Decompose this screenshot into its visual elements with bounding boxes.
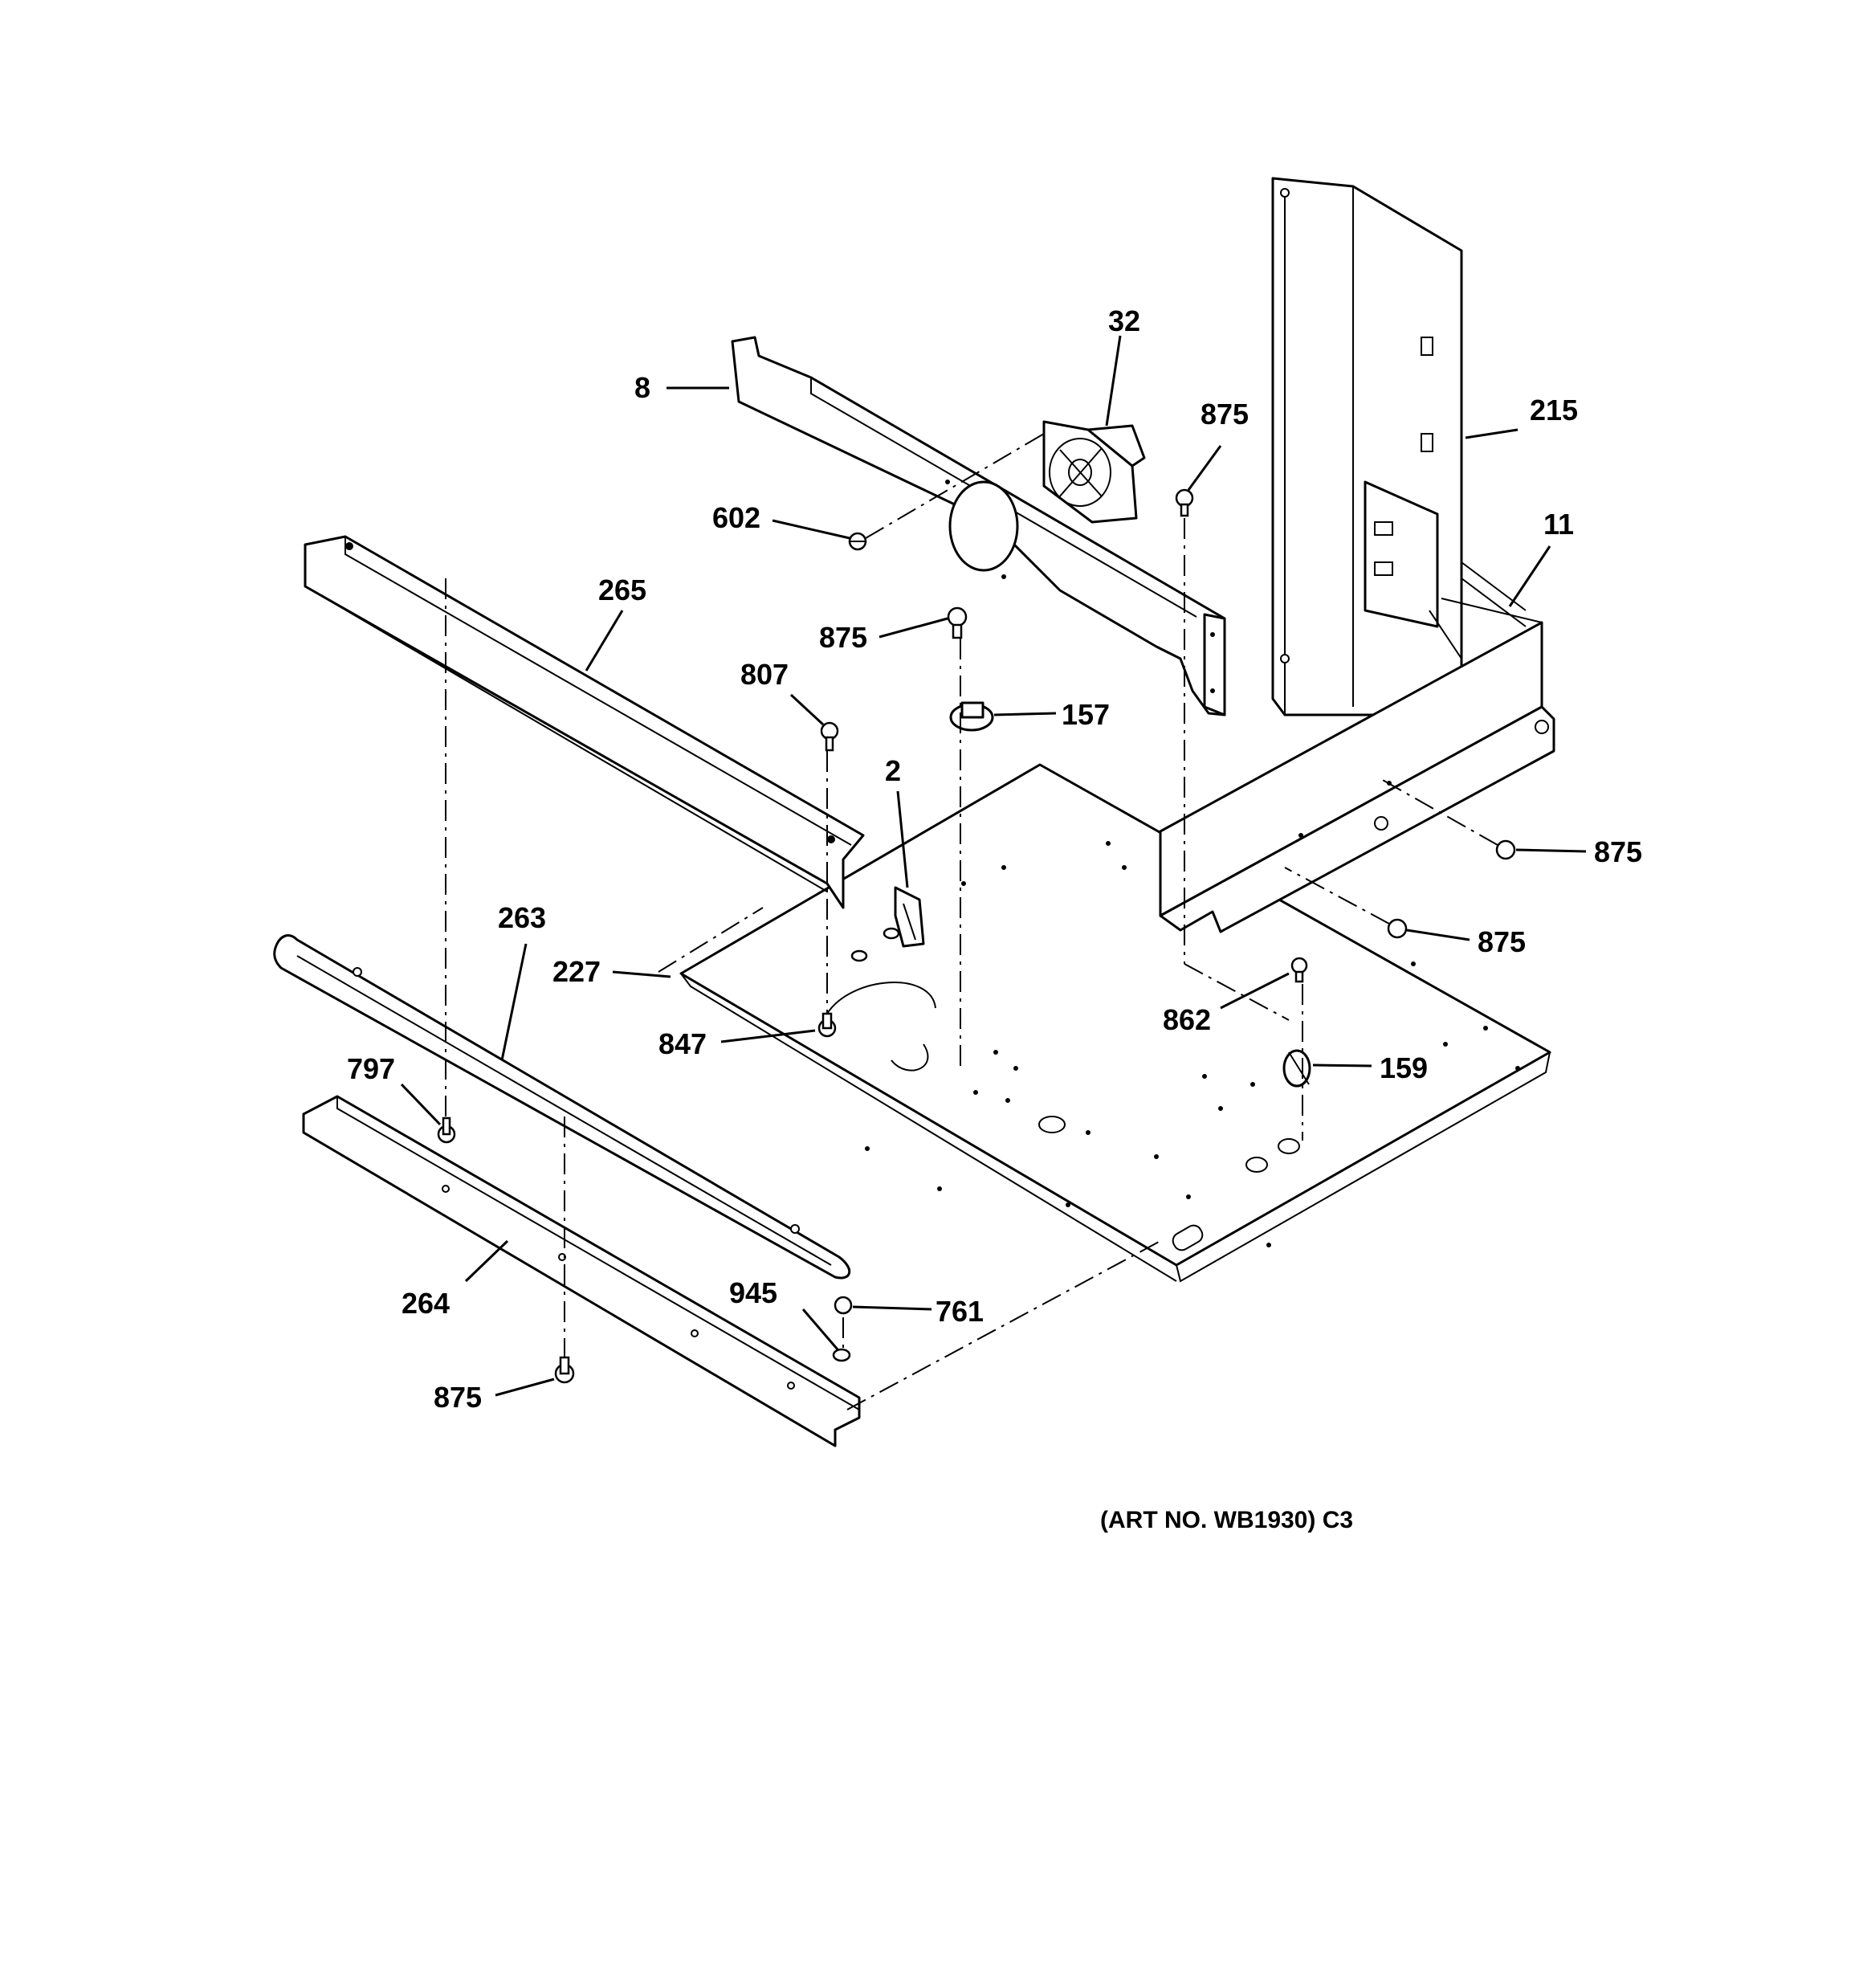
washer-945 [832, 1348, 851, 1362]
callout-2: 2 [885, 754, 901, 787]
thermostat-157 [949, 701, 994, 732]
callout-847: 847 [658, 1027, 707, 1060]
callout-264: 264 [402, 1287, 450, 1320]
screw-807 [820, 721, 839, 752]
callout-875: 875 [819, 621, 867, 654]
screws [437, 488, 1516, 1384]
callout-862: 862 [1163, 1003, 1211, 1036]
nut-b [883, 927, 900, 940]
callout-875: 875 [1594, 835, 1642, 868]
front-rail-11 [1159, 561, 1555, 933]
art-number: (ART NO. WB1930) C3 [1100, 1507, 1353, 1533]
side-panel-215 [1271, 177, 1463, 716]
screw-875-right2 [1387, 918, 1408, 939]
fan-32 [1042, 420, 1146, 524]
sensor-2 [894, 886, 925, 948]
callout-159: 159 [1380, 1051, 1428, 1084]
screw-875-bottom [554, 1356, 575, 1384]
callout-157: 157 [1062, 698, 1110, 731]
bottom-trim-264 [302, 1095, 861, 1447]
nut-a [850, 949, 868, 962]
screw-862 [1290, 957, 1308, 983]
callout-807: 807 [740, 658, 789, 691]
rear-bracket-8 [731, 336, 1226, 716]
lower-trim-263 [273, 934, 850, 1280]
screw-875-mid [947, 606, 968, 639]
callout-797: 797 [347, 1052, 395, 1085]
callout-8: 8 [634, 371, 650, 404]
base-pan-holes [865, 841, 1520, 1247]
screw-761 [834, 1296, 853, 1315]
thermostat-159 [1282, 1049, 1311, 1088]
callout-875: 875 [434, 1381, 482, 1414]
callout-11: 11 [1543, 508, 1574, 541]
callout-215: 215 [1530, 394, 1578, 427]
callout-945: 945 [729, 1276, 777, 1309]
screw-875-right [1495, 839, 1516, 860]
callout-265: 265 [598, 574, 646, 606]
screw-847 [817, 1012, 837, 1038]
leader-lines [400, 335, 1587, 1397]
callout-602: 602 [712, 501, 760, 534]
screw-797 [437, 1116, 456, 1144]
callout-labels: 32 8 875 215 602 11 265 875 807 157 2 87… [347, 304, 1642, 1414]
callout-875: 875 [1478, 925, 1526, 958]
callout-761: 761 [936, 1295, 984, 1328]
callout-263: 263 [498, 901, 546, 934]
callout-227: 227 [552, 955, 601, 988]
top-trim-265 [304, 535, 865, 909]
screw-602 [848, 532, 867, 551]
callout-32: 32 [1108, 304, 1140, 337]
screw-875-top [1175, 488, 1194, 517]
callout-875: 875 [1201, 398, 1249, 431]
assembly-lines [445, 433, 1498, 1410]
